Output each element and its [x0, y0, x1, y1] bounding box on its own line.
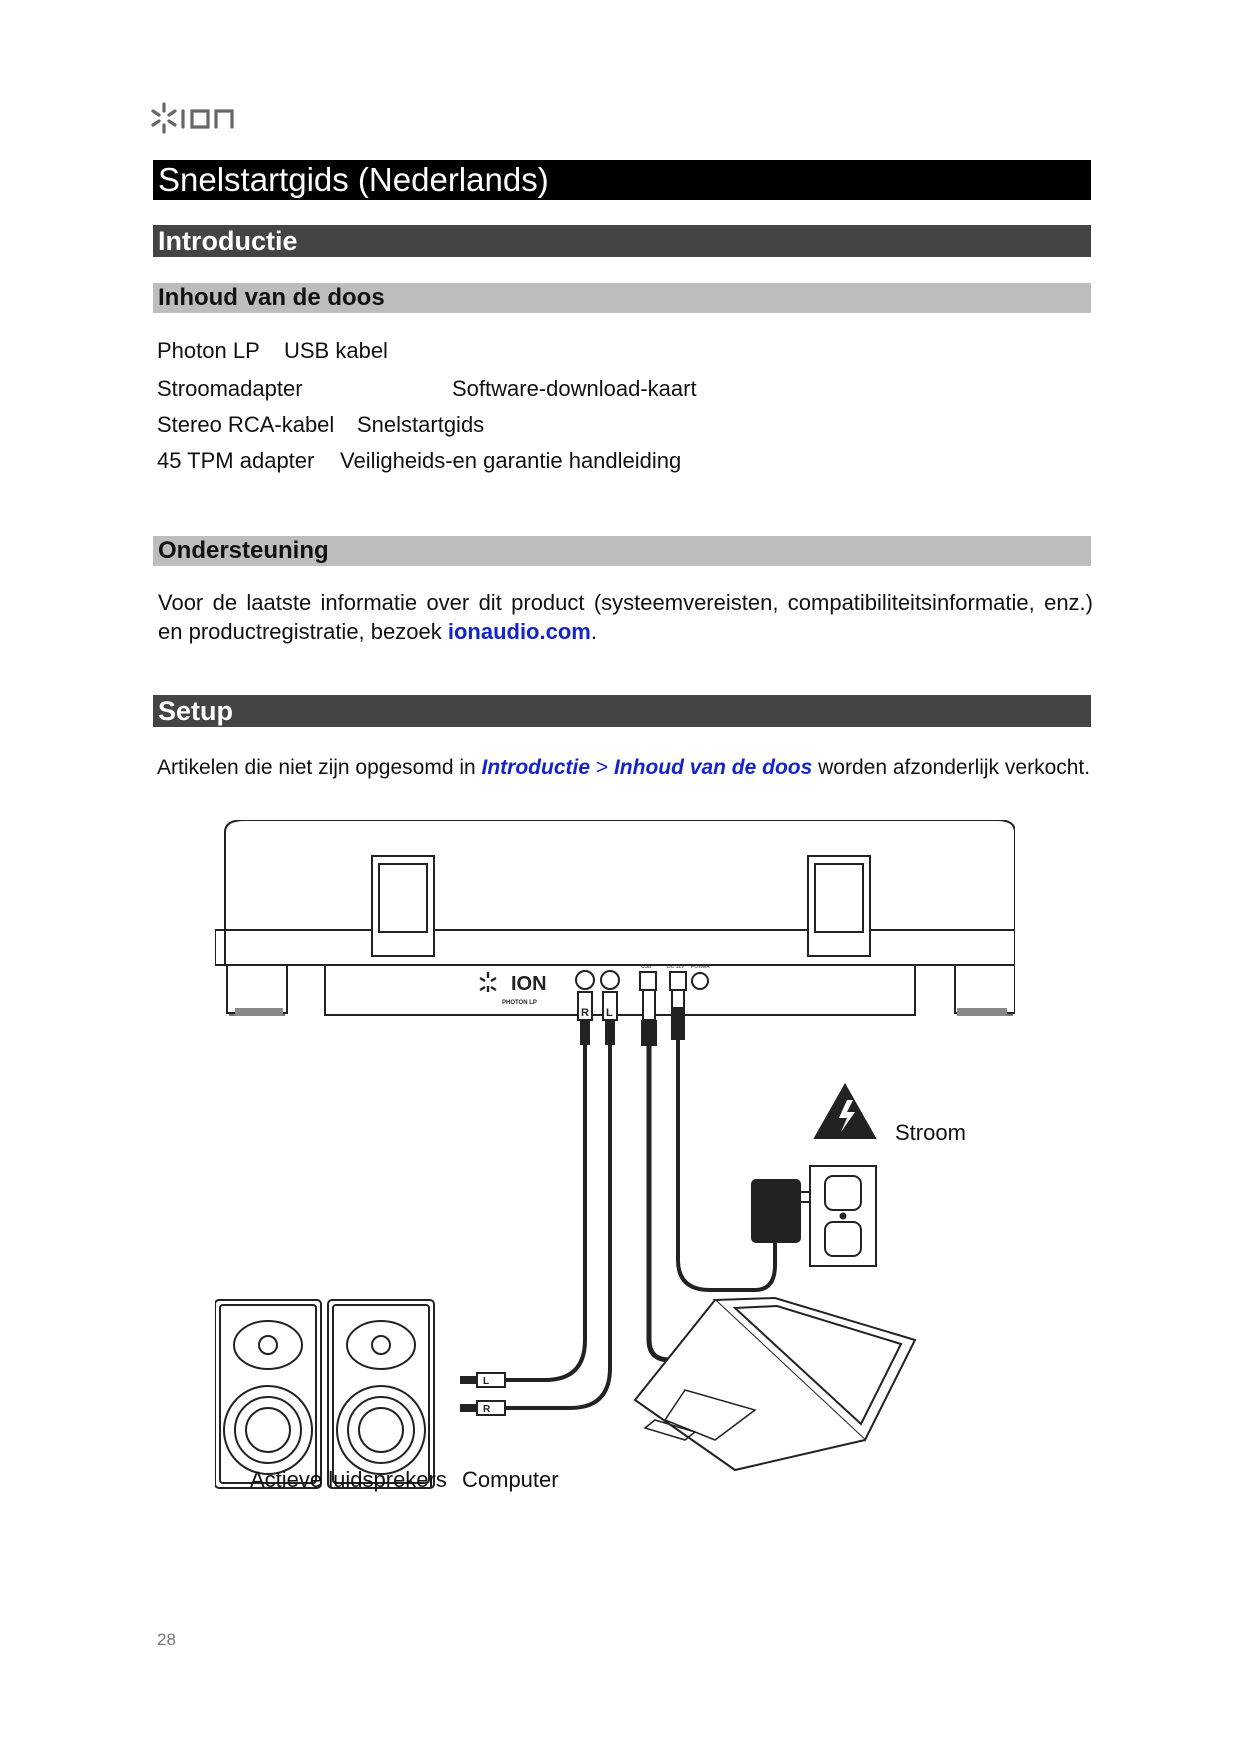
box-item: Stroomadapter	[157, 376, 303, 401]
inhoud-link[interactable]: Inhoud van de doos	[613, 756, 813, 779]
support-text-end: .	[590, 619, 597, 644]
rca-right-label: R	[581, 1007, 589, 1019]
label-power: Stroom	[895, 1120, 966, 1145]
power-cable	[676, 1040, 777, 1292]
ion-logo	[151, 102, 234, 134]
page-number: 28	[157, 1630, 176, 1649]
introductie-link[interactable]: Introductie	[481, 756, 591, 779]
box-item: Snelstartgids	[357, 412, 485, 437]
setup-text: Artikelen die niet zijn opgesomd in	[157, 756, 482, 779]
subsection-inhoud: Inhoud van de doos	[153, 283, 1091, 313]
power-button	[691, 972, 709, 990]
device-model: PHOTON LP	[502, 1000, 537, 1006]
box-item: Photon LP	[157, 338, 260, 363]
speakers	[215, 1299, 435, 1489]
dc-port-label: DC 12V	[667, 964, 685, 970]
section-setup: Setup	[153, 695, 1091, 727]
connection-diagram: ION PHOTON LP USB DC 12V POWER R L L R S…	[215, 820, 1015, 1492]
page-title: Snelstartgids (Nederlands)	[153, 160, 1091, 200]
box-item: 45 TPM adapter	[157, 448, 315, 473]
rca-cable-right	[500, 1045, 587, 1382]
speaker-rca-left-label: L	[483, 1376, 489, 1387]
device-logo	[479, 972, 497, 992]
turntable-rear	[215, 820, 1015, 1016]
setup-text-end: worden afzonderlijk verkocht.	[812, 756, 1091, 779]
box-item: Software-download-kaart	[452, 376, 697, 401]
rca-jack-left	[600, 970, 620, 990]
support-paragraph: Voor de laatste informatie over dit prod…	[158, 588, 1093, 646]
rca-jack-right	[575, 970, 595, 990]
rca-left-label: L	[606, 1007, 613, 1019]
rca-cable-left	[500, 1045, 612, 1410]
subsection-ondersteuning: Ondersteuning	[153, 536, 1091, 566]
box-item: Veiligheids-en garantie handleiding	[340, 448, 682, 473]
usb-port-label: USB	[641, 964, 652, 970]
power-port-label: POWER	[691, 964, 710, 970]
speaker-rca-right-label: R	[483, 1404, 491, 1415]
support-text: Voor de laatste informatie over dit prod…	[158, 590, 1093, 644]
box-item: Stereo RCA-kabel	[157, 412, 335, 437]
warning-icon	[813, 1082, 877, 1139]
setup-paragraph: Artikelen die niet zijn opgesomd in Intr…	[157, 754, 1090, 782]
device-brand: ION	[511, 973, 547, 995]
label-speakers: Actieve luidsprekers	[250, 1467, 447, 1492]
ionaudio-link[interactable]: ionaudio.com	[447, 619, 591, 644]
laptop	[633, 1296, 917, 1472]
box-item: USB kabel	[284, 338, 388, 363]
power-adapter	[751, 1179, 801, 1243]
wall-outlet	[809, 1165, 877, 1267]
section-introductie: Introductie	[153, 225, 1091, 257]
breadcrumb-separator: >	[590, 756, 614, 779]
label-computer: Computer	[462, 1467, 559, 1492]
